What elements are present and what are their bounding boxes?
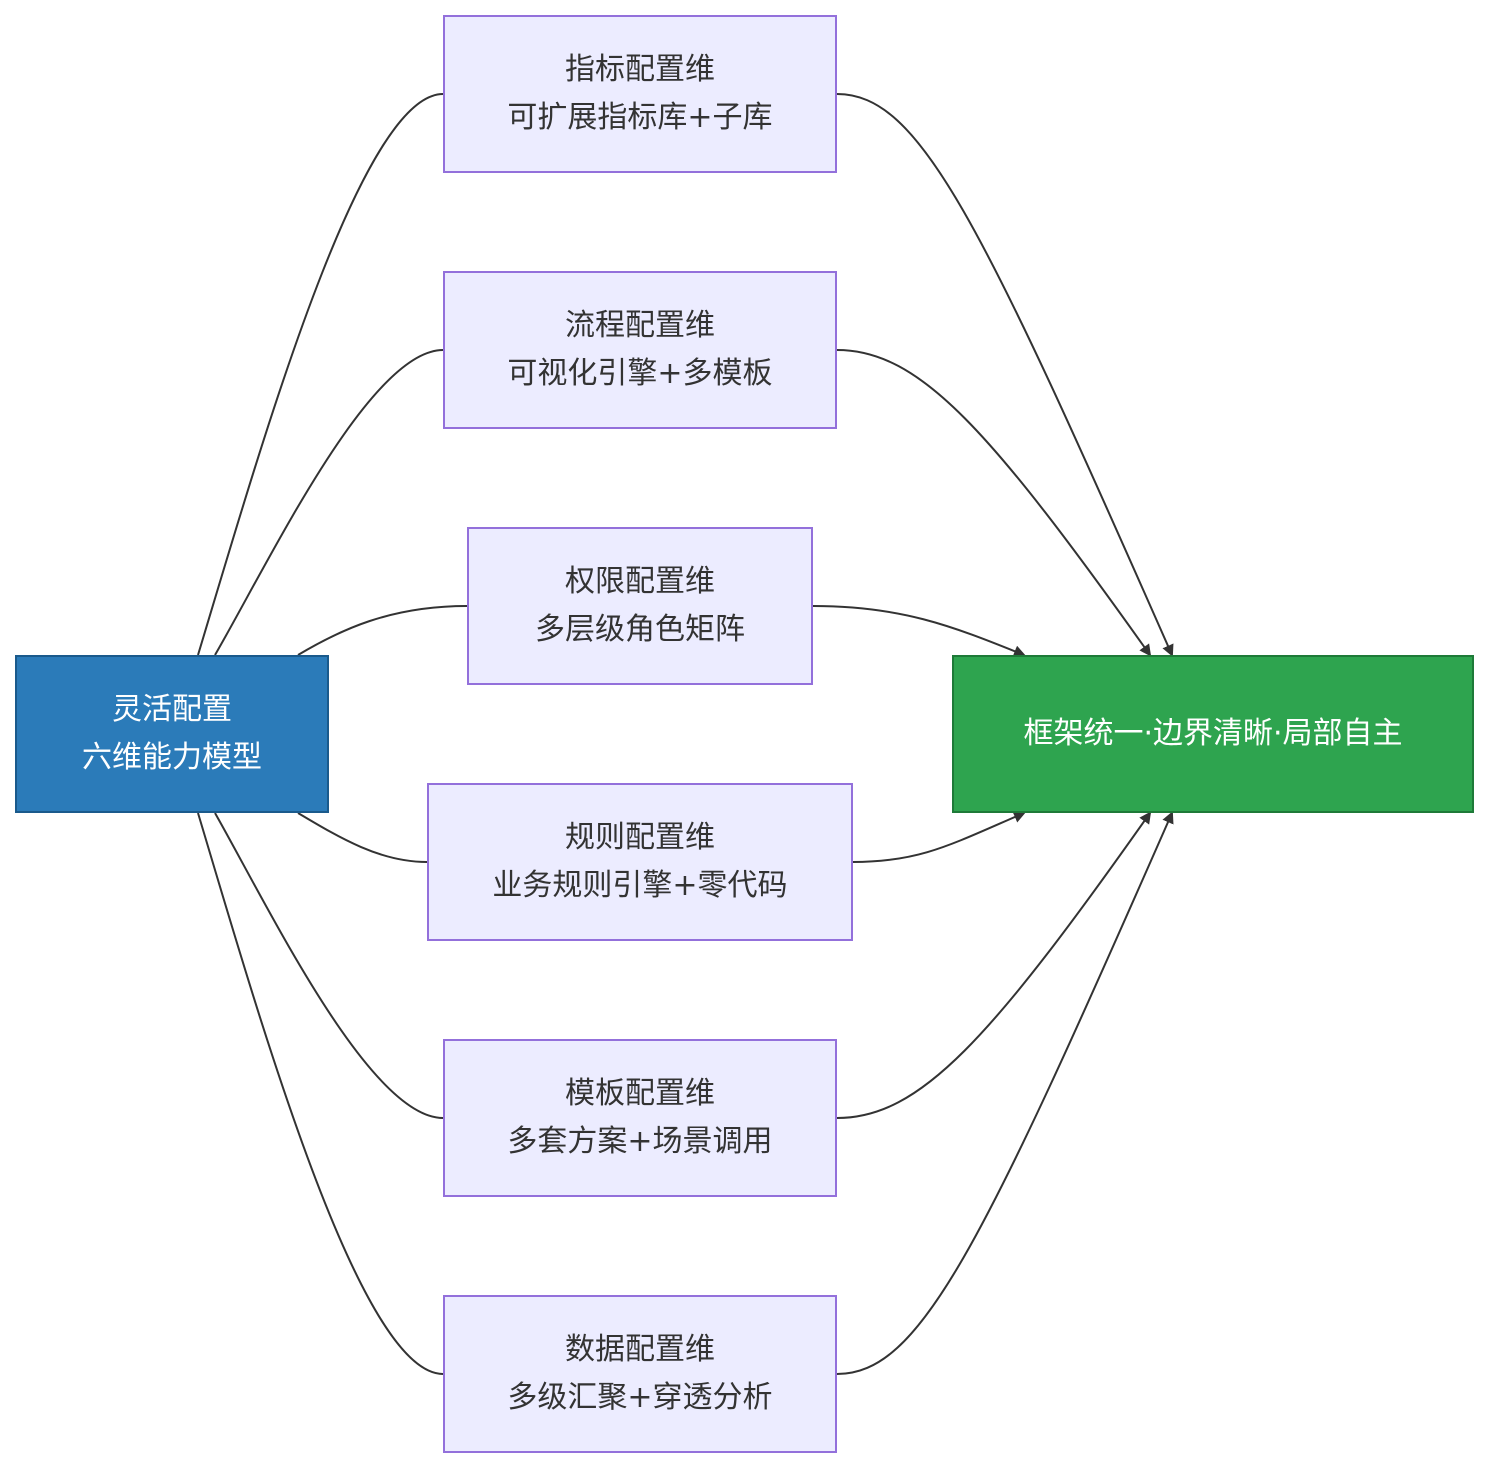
dimension-title: 数据配置维 xyxy=(565,1332,715,1367)
edge-permission-to-target xyxy=(812,605,1026,657)
dimension-desc: 多级汇聚+穿透分析 xyxy=(507,1380,773,1415)
edge-rule-to-target xyxy=(852,811,1026,863)
edge-source-to-process xyxy=(214,349,444,656)
dimension-desc: 多套方案+场景调用 xyxy=(507,1124,773,1159)
dimension-node-template: 模板配置维 多套方案+场景调用 xyxy=(443,1039,837,1197)
edge-data-to-target xyxy=(836,811,1174,1375)
edge-source-to-template xyxy=(214,812,444,1119)
dimension-node-rule: 规则配置维 业务规则引擎+零代码 xyxy=(427,783,853,941)
dimension-title: 规则配置维 xyxy=(565,820,715,855)
dimension-desc: 多层级角色矩阵 xyxy=(535,612,745,647)
dimension-node-data: 数据配置维 多级汇聚+穿透分析 xyxy=(443,1295,837,1453)
dimension-desc: 可视化引擎+多模板 xyxy=(507,356,773,391)
target-label: 框架统一·边界清晰·局部自主 xyxy=(1023,716,1403,751)
target-node: 框架统一·边界清晰·局部自主 xyxy=(952,655,1474,813)
edge-metric-to-target xyxy=(836,93,1174,657)
edge-source-to-data xyxy=(197,812,444,1375)
dimension-title: 流程配置维 xyxy=(565,308,715,343)
dimension-node-process: 流程配置维 可视化引擎+多模板 xyxy=(443,271,837,429)
dimension-node-metric: 指标配置维 可扩展指标库+子库 xyxy=(443,15,837,173)
source-line2: 六维能力模型 xyxy=(82,740,262,775)
edge-source-to-metric xyxy=(197,93,444,656)
edge-source-to-permission xyxy=(297,605,468,656)
dimension-desc: 可扩展指标库+子库 xyxy=(507,100,773,135)
dimension-desc: 业务规则引擎+零代码 xyxy=(492,868,788,903)
dimension-title: 指标配置维 xyxy=(565,52,715,87)
source-node: 灵活配置 六维能力模型 xyxy=(15,655,329,813)
edge-template-to-target xyxy=(836,811,1152,1119)
edge-process-to-target xyxy=(836,349,1152,657)
source-line1: 灵活配置 xyxy=(112,692,232,727)
dimension-title: 权限配置维 xyxy=(565,564,715,599)
dimension-node-permission: 权限配置维 多层级角色矩阵 xyxy=(467,527,813,685)
dimension-title: 模板配置维 xyxy=(565,1076,715,1111)
edge-source-to-rule xyxy=(297,812,428,863)
